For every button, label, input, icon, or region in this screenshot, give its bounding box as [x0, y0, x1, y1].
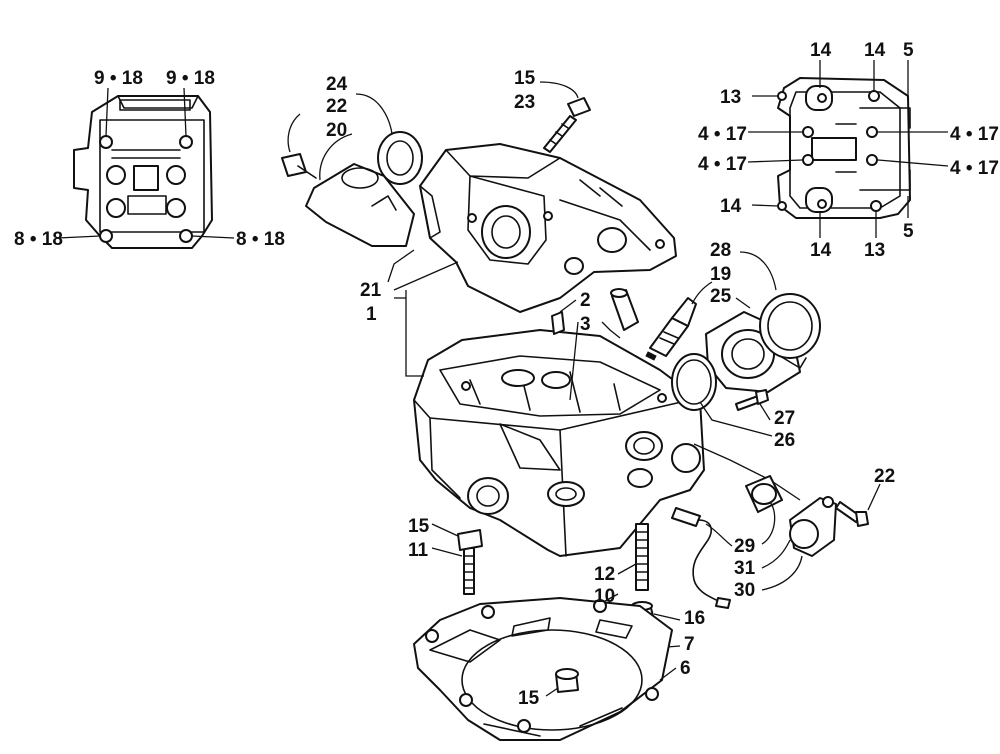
- callout-25: 25: [710, 286, 732, 307]
- callout-4-17-right-b: 4 • 17: [950, 158, 999, 179]
- bolt-22-right: [835, 501, 869, 527]
- callout-28: 28: [710, 240, 731, 261]
- callout-4-17-left-b: 4 • 17: [698, 154, 747, 175]
- cylinder-head-top-view-inset: [73, 95, 213, 249]
- callout-21: 21: [360, 280, 382, 301]
- stud-11: [457, 529, 483, 595]
- callout-23: 23: [514, 92, 535, 113]
- breather-cap-assembly: [281, 131, 423, 247]
- intake-manifold-25: [705, 293, 821, 393]
- thermostat-housing-30: [789, 496, 837, 557]
- callout-31: 31: [734, 558, 756, 579]
- callout-14-top-a: 14: [810, 40, 832, 61]
- callout-13-left: 13: [720, 87, 741, 108]
- callout-9-18-right: 9 • 18: [166, 68, 215, 89]
- callout-3: 3: [580, 314, 591, 335]
- callout-15-top: 15: [514, 68, 536, 89]
- callout-5-top: 5: [903, 40, 914, 61]
- callout-14-bottom: 14: [810, 240, 832, 261]
- stud-bolt-23: [543, 97, 591, 153]
- valve-cover-top-view-inset: [777, 77, 911, 219]
- callout-15-bottom: 15: [518, 688, 540, 709]
- callout-26: 26: [774, 430, 795, 451]
- callout-4-17-right-a: 4 • 17: [950, 124, 999, 145]
- callout-29: 29: [734, 536, 755, 557]
- callout-30: 30: [734, 580, 755, 601]
- callout-19: 19: [710, 264, 731, 285]
- thermostat-31: [745, 475, 783, 513]
- callout-6: 6: [680, 658, 691, 679]
- callout-12: 12: [594, 564, 615, 585]
- callout-10: 10: [594, 586, 615, 607]
- temperature-sensor-29: [671, 507, 731, 609]
- callout-11: 11: [408, 540, 429, 561]
- callout-5-bottom: 5: [903, 221, 914, 242]
- nut-15-bottom: [555, 668, 579, 693]
- callout-14-left: 14: [720, 196, 742, 217]
- callout-13-bottom: 13: [864, 240, 885, 261]
- callout-22: 22: [326, 96, 347, 117]
- callout-20: 20: [326, 120, 347, 141]
- callout-9-18-left: 9 • 18: [94, 68, 143, 89]
- screw-27: [735, 389, 769, 411]
- callout-22-right: 22: [874, 466, 895, 487]
- callout-8-18-right: 8 • 18: [236, 229, 285, 250]
- spark-plug-19: [645, 297, 697, 361]
- callout-16: 16: [684, 608, 705, 629]
- callout-7: 7: [684, 634, 695, 655]
- callout-15-left: 15: [408, 516, 430, 537]
- callout-4-17-left-a: 4 • 17: [698, 124, 747, 145]
- head-gasket-6: [413, 597, 673, 741]
- dowel-pin-2: [551, 311, 565, 335]
- callout-8-18-left: 8 • 18: [14, 229, 63, 250]
- valve-cover: [419, 143, 677, 313]
- callout-24: 24: [326, 74, 348, 95]
- callout-2: 2: [580, 290, 591, 311]
- cylinder-head: [413, 329, 705, 557]
- o-ring-26: [671, 353, 717, 411]
- callout-1: 1: [366, 304, 377, 325]
- callout-14-top-b: 14: [864, 40, 886, 61]
- callout-27: 27: [774, 408, 795, 429]
- guide-sleeve-3: [610, 288, 639, 331]
- stud-12: [635, 523, 649, 591]
